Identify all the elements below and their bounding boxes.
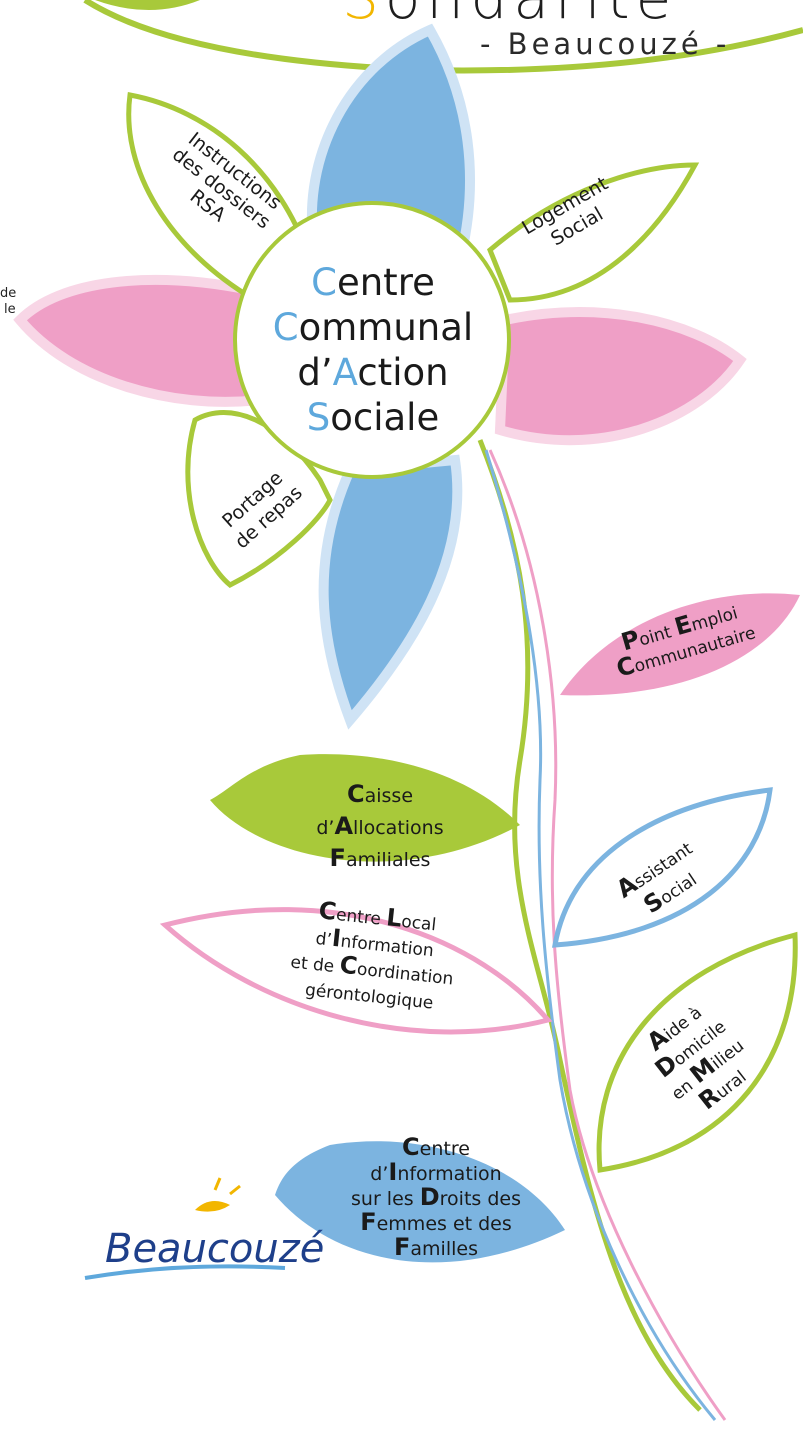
logo-underline: [84, 1264, 286, 1280]
svg-text:Caisse: Caisse: [347, 780, 413, 808]
logo-text: Beaucouzé: [105, 1226, 324, 1272]
svg-text:Familles: Familles: [394, 1233, 478, 1261]
svg-text:sur les Droits des: sur les Droits des: [351, 1183, 521, 1211]
svg-text:le: le: [4, 302, 16, 317]
subtitle: - Beaucouzé -: [480, 27, 730, 61]
svg-text:d’Allocations: d’Allocations: [316, 812, 443, 840]
svg-text:d’Information: d’Information: [370, 1158, 501, 1186]
svg-text:Centre: Centre: [402, 1133, 470, 1161]
svg-text:d’Action: d’Action: [297, 351, 448, 394]
logo-sun-ray1: [213, 1177, 222, 1191]
svg-text:de: de: [0, 286, 16, 301]
stem-blue: [484, 449, 717, 1421]
svg-text:Communal: Communal: [273, 306, 473, 349]
beaucouze-logo: Beaucouzé: [84, 1177, 324, 1280]
leaf-cidff: [275, 1141, 565, 1263]
leaf-clic-label: Centre Local d’Information et de Coordin…: [289, 896, 455, 1013]
leaf-assistant: [551, 787, 773, 948]
cut-off-text: de le: [0, 286, 16, 317]
petal-portage: [185, 410, 333, 588]
petal-left-pink: [13, 275, 266, 407]
leaf-caf-label: Caisse d’Allocations Familiales: [316, 780, 443, 872]
center-circle: [233, 201, 511, 479]
logo-sun: [195, 1201, 230, 1212]
petal-bottom-blue: [318, 454, 463, 730]
svg-text:Centre: Centre: [311, 261, 435, 304]
svg-text:et de Coordination: et de Coordination: [289, 946, 455, 991]
svg-text:Centre Local: Centre Local: [317, 896, 437, 936]
leaf-pec: [560, 593, 800, 696]
leaf-caf: [210, 754, 520, 862]
header-swoosh-fill: [95, 0, 200, 10]
center-label: Centre Communal d’Action Sociale: [273, 261, 473, 439]
logo-sun-ray2: [229, 1184, 241, 1196]
svg-text:Familiales: Familiales: [330, 844, 431, 872]
petal-top-blue: [306, 23, 475, 266]
svg-text:Sociale: Sociale: [307, 396, 439, 439]
leaf-clic: [159, 907, 553, 1035]
svg-text:Femmes et des: Femmes et des: [360, 1208, 512, 1236]
petal-rsa: [126, 92, 313, 303]
petal-right-pink: [494, 307, 747, 446]
leaf-cidff-label: Centre d’Information sur les Droits des …: [351, 1133, 521, 1261]
leaf-admr: [596, 931, 798, 1173]
petal-logement: [487, 162, 700, 303]
